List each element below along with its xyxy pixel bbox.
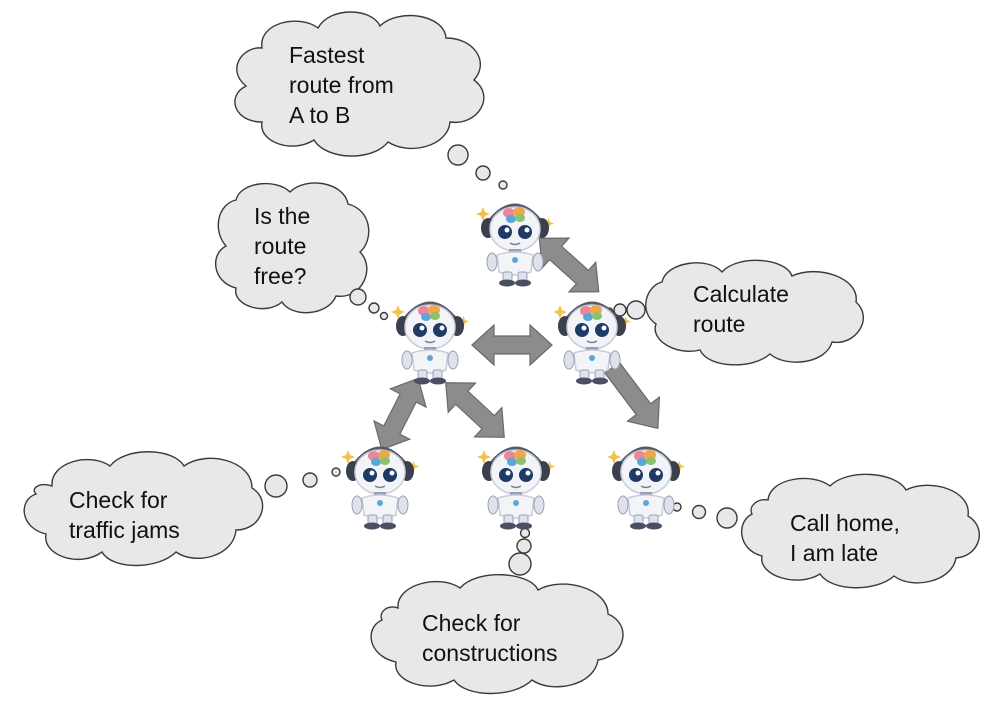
thought-cloud-traffic: [23, 451, 341, 567]
robot-agent-bottom-right-icon: [607, 449, 685, 530]
double-arrow-left-right: [471, 324, 553, 366]
thought-text-traffic: Check for traffic jams: [69, 487, 180, 543]
thought-cloud-fastest: [234, 11, 508, 190]
robot-agent-bottom-left-icon: [341, 449, 419, 530]
thought-cloud-constructions: [370, 527, 624, 695]
thought-text-route-free: Is the route free?: [254, 203, 317, 289]
thought-text-call-home: Call home, I am late: [790, 510, 906, 566]
thought-text-calculate: Calculate route: [693, 281, 795, 337]
robot-agent-left-icon: [391, 304, 469, 385]
thought-text-constructions: Check for constructions: [422, 610, 558, 666]
thought-cloud-route-free: [214, 182, 389, 321]
thought-cloud-call-home: [672, 473, 980, 589]
robot-agent-bottom-middle-icon: [477, 449, 555, 530]
thought-text-fastest: Fastest route from A to B: [289, 42, 400, 128]
